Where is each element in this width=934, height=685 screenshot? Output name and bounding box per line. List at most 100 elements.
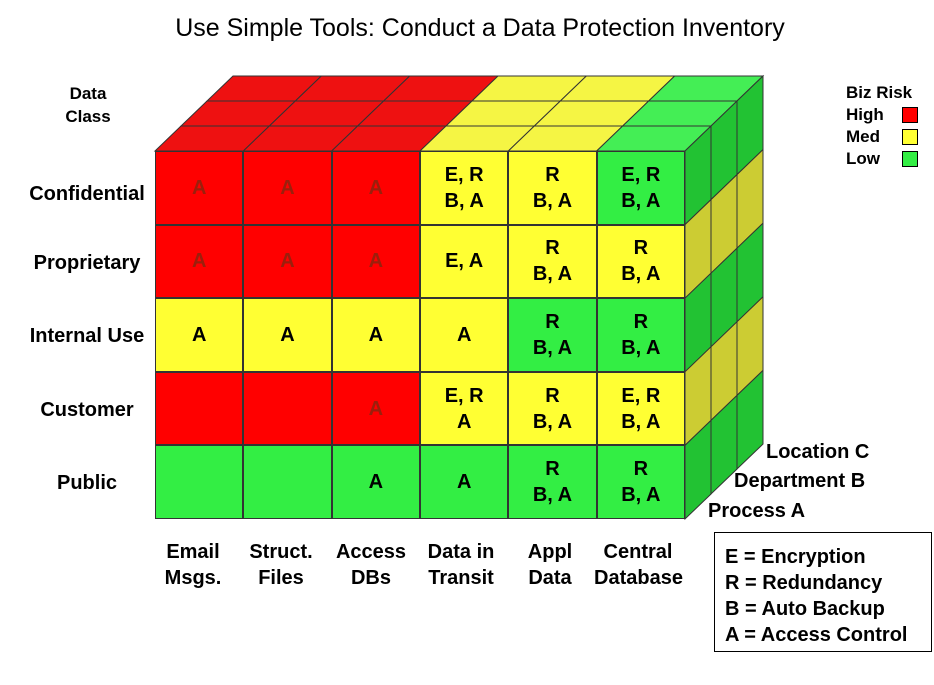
grid-cell-r3-c5: R B, A bbox=[508, 298, 597, 372]
grid-cell-r2-c3: A bbox=[331, 224, 420, 299]
row-label-public: Public bbox=[56, 472, 117, 494]
column-label-line: Database bbox=[594, 567, 683, 589]
grid-cell-r3-c2: A bbox=[243, 298, 332, 372]
grid-cell-r1-c3: A bbox=[331, 151, 420, 225]
column-label-line: DBs bbox=[350, 567, 391, 589]
grid-cell-text: A bbox=[368, 176, 384, 199]
key-auto-backup: B = Auto Backup bbox=[725, 598, 885, 620]
column-label-central-database: Central Database bbox=[594, 539, 683, 591]
grid-cell-r4-c4: E, R A bbox=[420, 371, 509, 446]
column-label-line: Data in bbox=[427, 541, 495, 563]
biz-risk-legend-item-med: Med bbox=[846, 126, 918, 148]
biz-risk-legend-label: Low bbox=[846, 149, 880, 168]
grid-cell-text: A bbox=[368, 397, 384, 420]
depth-label-location-c: Location C bbox=[766, 441, 870, 463]
grid-cell-text: R bbox=[545, 384, 560, 407]
grid-cell-text: A bbox=[280, 250, 295, 273]
column-label-line: Files bbox=[258, 567, 304, 589]
grid-cell-text: B, A bbox=[532, 410, 573, 433]
row-label-customer: Customer bbox=[40, 399, 134, 421]
grid-cell-text: A bbox=[280, 176, 295, 199]
grid-cell-text: R bbox=[545, 458, 560, 481]
med-risk-swatch bbox=[902, 129, 918, 145]
grid-cell-text: A bbox=[191, 323, 207, 346]
grid-cell-r5-c1 bbox=[155, 445, 244, 519]
grid-cell-r3-c3: A bbox=[331, 298, 420, 372]
column-label-line: Access bbox=[335, 541, 407, 563]
biz-risk-legend-title: Biz Risk bbox=[846, 83, 913, 102]
grid-cell-r2-c2: A bbox=[243, 224, 332, 299]
grid-cell-text: B, A bbox=[621, 336, 661, 359]
key-access-control: A = Access Control bbox=[725, 624, 908, 646]
grid-cell-text: E, R bbox=[621, 163, 661, 186]
grid-cell-text: B, A bbox=[621, 189, 661, 212]
column-label-data-in-transit: Data in Transit bbox=[417, 539, 505, 591]
side-face-tile bbox=[736, 369, 764, 471]
grid-cell-r1-c1: A bbox=[155, 151, 244, 225]
biz-risk-legend: Biz Risk High Med Low bbox=[846, 82, 918, 170]
grid-cell-text: B, A bbox=[444, 189, 484, 212]
row-label-proprietary: Proprietary bbox=[33, 252, 141, 274]
grid-cell-text: B, A bbox=[532, 336, 573, 359]
grid-cell-text: A bbox=[456, 471, 472, 494]
grid-cell-text: R bbox=[545, 310, 560, 333]
grid-cell-r4-c1 bbox=[155, 371, 244, 446]
depth-label-department-b: Department B bbox=[734, 470, 866, 492]
grid-cell-text: B, A bbox=[621, 263, 661, 286]
column-label-email-msgs: Email Msgs. bbox=[149, 539, 237, 591]
grid-cell-text: R bbox=[633, 458, 649, 481]
grid-cell-text: A bbox=[368, 471, 384, 494]
biz-risk-legend-item-high: High bbox=[846, 104, 918, 126]
cube-top-faces bbox=[153, 75, 765, 152]
grid-cell-text: E, R bbox=[621, 384, 661, 407]
grid-cell-text: E, R bbox=[444, 384, 484, 407]
grid-cell-r3-c4: A bbox=[420, 298, 509, 372]
grid-cell-r4-c5: R B, A bbox=[508, 371, 597, 446]
high-risk-swatch bbox=[902, 107, 918, 123]
data-class-label-line-1: Data bbox=[69, 84, 107, 103]
biz-risk-legend-item-low: Low bbox=[846, 148, 918, 170]
data-class-label-line-2: Class bbox=[65, 107, 111, 126]
grid-cell-text: A bbox=[456, 323, 472, 346]
protection-key: E = Encryption R = Redundancy B = Auto B… bbox=[714, 532, 932, 652]
grid-cell-text: R bbox=[545, 237, 560, 260]
biz-risk-legend-label: Med bbox=[846, 127, 880, 146]
data-class-label: Data Class bbox=[52, 82, 124, 128]
grid-cell-text: A bbox=[280, 323, 295, 346]
column-label-line: Transit bbox=[428, 567, 494, 589]
grid-cell-text: B, A bbox=[532, 189, 573, 212]
grid-cell-r2-c1: A bbox=[155, 224, 244, 299]
grid-cell-text: A bbox=[456, 410, 472, 433]
depth-label-process-a: Process A bbox=[708, 500, 806, 522]
grid-cell-r4-c3: A bbox=[331, 371, 420, 446]
grid-cell-text: A bbox=[368, 250, 384, 273]
row-label-confidential: Confidential bbox=[29, 183, 145, 205]
column-label-line: Data bbox=[528, 567, 572, 589]
column-label-appl-data: Appl Data bbox=[506, 539, 594, 591]
column-label-access-dbs: Access DBs bbox=[327, 539, 415, 591]
key-redundancy: R = Redundancy bbox=[725, 572, 883, 594]
row-label-internal-use: Internal Use bbox=[29, 325, 145, 347]
column-label-line: Email bbox=[166, 541, 220, 563]
grid-cell-r5-c5: R B, A bbox=[508, 445, 597, 519]
key-encryption: E = Encryption bbox=[725, 546, 866, 568]
grid-cell-text: A bbox=[191, 250, 207, 273]
grid-cell-r1-c6: E, R B, A bbox=[596, 151, 685, 225]
grid-cell-text: R bbox=[633, 310, 649, 333]
grid-cell-text: B, A bbox=[532, 263, 573, 286]
column-label-line: Msgs. bbox=[164, 567, 222, 589]
column-label-line: Central bbox=[603, 541, 673, 563]
grid-cell-text: A bbox=[191, 176, 207, 199]
grid-cell-r3-c1: A bbox=[155, 298, 244, 372]
grid-cell-text: B, A bbox=[532, 484, 573, 507]
grid-cell-r5-c3: A bbox=[331, 445, 420, 519]
grid-cell-text: R bbox=[633, 237, 649, 260]
grid-cell-r3-c6: R B, A bbox=[596, 298, 685, 372]
column-label-struct-files: Struct. Files bbox=[237, 539, 325, 591]
